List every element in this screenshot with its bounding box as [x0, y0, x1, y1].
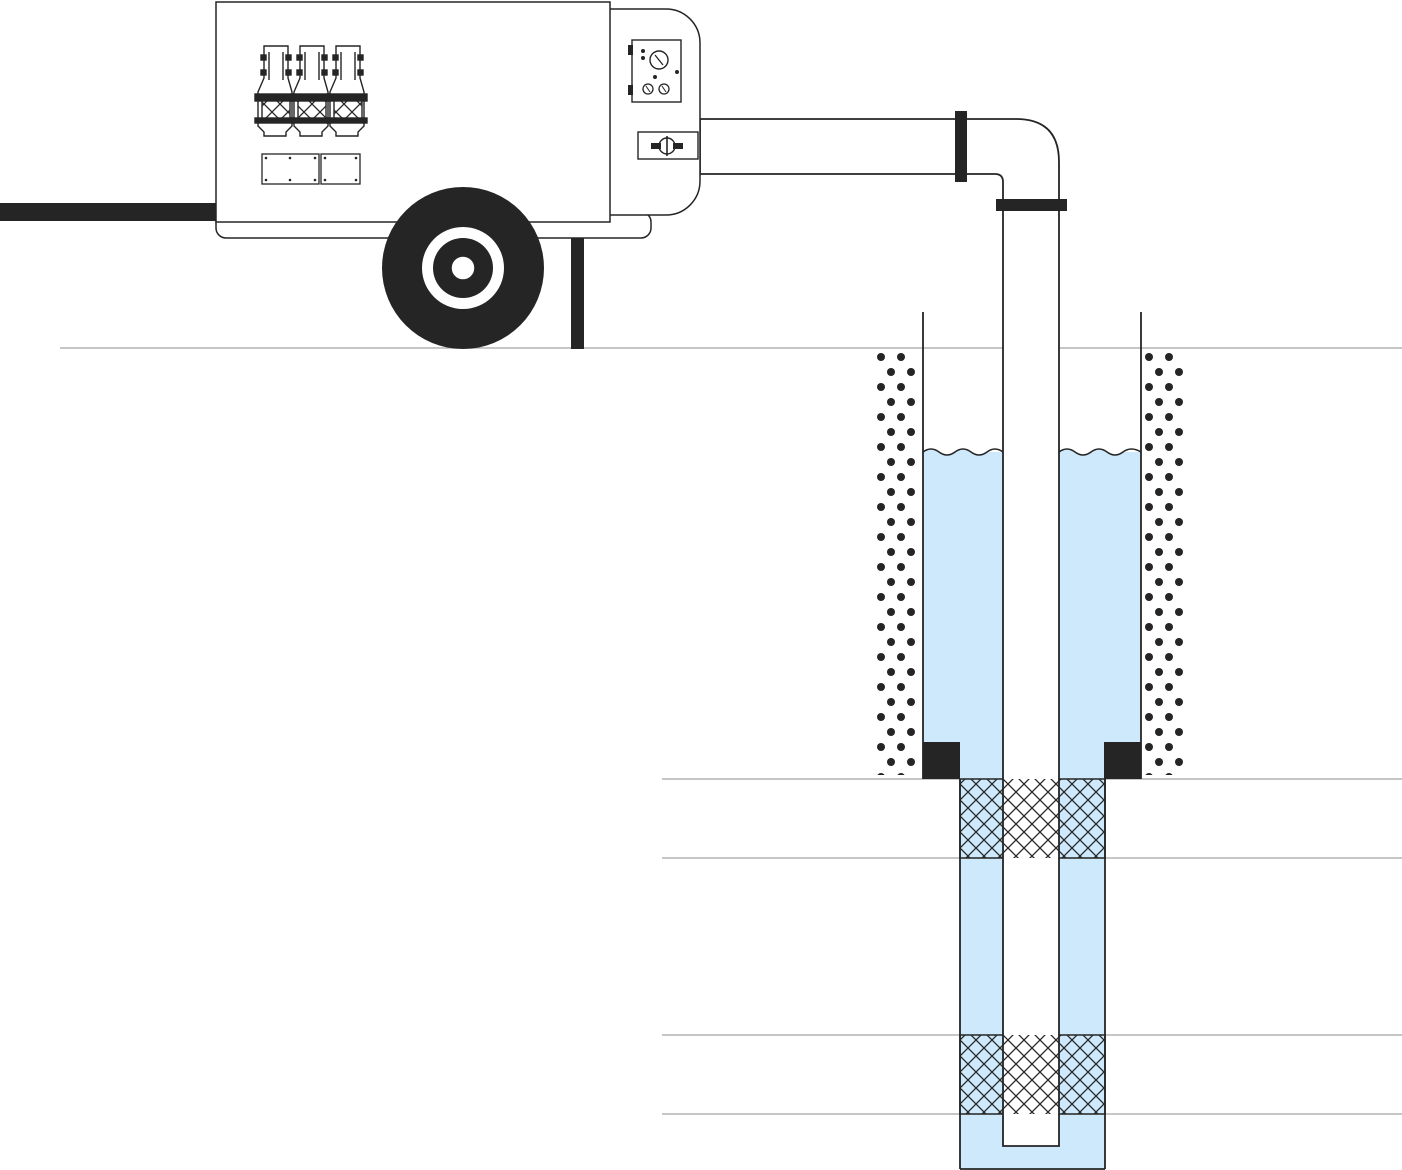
gravel-pack-right — [1143, 350, 1185, 775]
access-panels-part-part — [323, 178, 327, 182]
access-panel-right — [320, 153, 361, 185]
trailer-pump-unit — [0, 1, 701, 349]
access-panels-part-part — [323, 156, 327, 160]
upper-casing-water — [923, 449, 1003, 779]
breaker-module-2-part — [321, 54, 328, 61]
gauge-panel-icon-part — [641, 56, 645, 60]
breaker-module-2-part — [296, 54, 303, 61]
breaker-module-1 — [254, 45, 296, 137]
breaker-module-3-part — [357, 69, 364, 76]
drop-pipe-outline — [1002, 206, 1060, 1147]
breaker-module-2-part — [290, 117, 332, 124]
support-leg — [571, 238, 584, 349]
strata-lines — [60, 347, 1402, 1115]
gravel-pack-left — [875, 350, 917, 775]
gauge-panel-icon-part — [628, 85, 633, 95]
drop-pipe-screen-upper — [1003, 779, 1059, 858]
access-panels-part-part — [264, 156, 268, 160]
hose-coupling — [955, 111, 967, 182]
gravel-pack — [875, 350, 1185, 775]
breaker-module-3 — [326, 45, 368, 137]
casing-seal-left — [923, 742, 960, 779]
gauge-panel-icon-part — [654, 54, 664, 66]
discharge-hose — [699, 118, 1060, 207]
casing-seal-right — [1104, 742, 1141, 779]
breaker-module-1-part — [254, 117, 296, 124]
gauge-panel-icon-part — [661, 85, 667, 93]
breaker-module-1-part — [260, 69, 267, 76]
access-panels-part-part — [313, 178, 317, 182]
access-panels-part-part — [288, 178, 292, 182]
access-panels-part-part — [288, 156, 292, 160]
upper-casing-water-right — [1059, 449, 1141, 779]
breaker-module-3-part — [326, 93, 368, 102]
valve-icon-part — [651, 143, 661, 149]
gauge-panel-icon-part — [641, 49, 645, 53]
breaker-modules-icon — [254, 45, 368, 137]
water-surface-right — [1058, 448, 1142, 456]
access-panels-part-part — [313, 156, 317, 160]
breaker-module-1-part — [285, 69, 292, 76]
gauge-panel-icon-part — [675, 70, 679, 74]
water-surface-left — [922, 448, 1004, 456]
gauge-panel-icon — [628, 39, 682, 103]
drop-pipe-screen-lower — [1003, 1035, 1059, 1114]
breaker-module-3-part — [332, 69, 339, 76]
well-casing — [922, 312, 1142, 1170]
gauge-panel-icon-part — [628, 45, 633, 55]
wheel-icon — [382, 187, 544, 349]
access-panels-part — [264, 156, 358, 182]
breaker-module-3-part — [357, 54, 364, 61]
elbow-flange — [996, 199, 1067, 211]
access-panels-part-part — [354, 156, 358, 160]
breaker-module-2-part — [296, 69, 303, 76]
gauge-panel-icon-part — [653, 75, 657, 79]
access-panels-part-part — [354, 178, 358, 182]
gauge-panel-icon-part — [631, 39, 682, 103]
drop-pipe-body — [1003, 206, 1059, 1146]
discharge-line — [699, 118, 1060, 207]
drop-pipe — [1002, 206, 1060, 1147]
tow-bar — [0, 203, 220, 221]
breaker-module-2-part — [290, 93, 332, 102]
valve-icon-part — [673, 143, 683, 149]
breaker-module-3-part — [332, 54, 339, 61]
valve-icon — [637, 131, 699, 160]
breaker-module-1-part — [260, 54, 267, 61]
wheel-icon-part — [450, 255, 476, 281]
breaker-module-1-part — [285, 54, 292, 61]
gauge-panel-icon-part — [645, 85, 651, 93]
access-panels-part-part — [264, 178, 268, 182]
breaker-module-1-part — [254, 93, 296, 102]
breaker-module-2-part — [321, 69, 328, 76]
breaker-module-2 — [290, 45, 332, 137]
access-panels — [261, 153, 361, 185]
breaker-module-3-part — [326, 117, 368, 124]
